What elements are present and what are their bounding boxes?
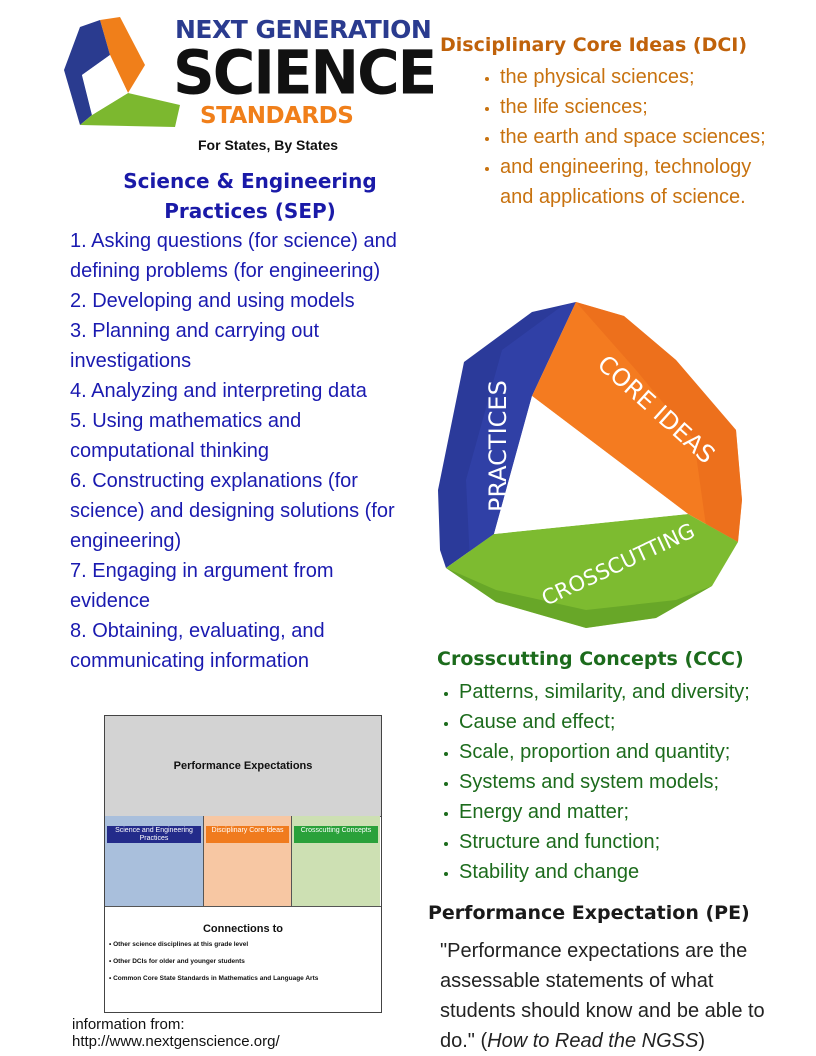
ngss-logo: NEXT GENERATION SCIENCE STANDARDS For St…	[60, 15, 437, 160]
source-info-label: information from:	[72, 1016, 185, 1033]
pe-heading: Performance Expectation (PE)	[428, 902, 750, 924]
sep-heading-line1: Science & Engineering	[123, 169, 377, 193]
pe-quote: "Performance expectations are the assess…	[440, 936, 790, 1056]
sep-list: 1. Asking questions (for science) and de…	[70, 226, 415, 676]
dci-item: the physical sciences;	[500, 62, 790, 92]
dci-item: the earth and space sciences;	[500, 122, 790, 152]
ccc-item: Cause and effect;	[459, 707, 816, 737]
dci-heading: Disciplinary Core Ideas (DCI)	[440, 34, 748, 56]
pe-diagram-connection-item: • Common Core State Standards in Mathema…	[109, 975, 319, 982]
sep-item: 8. Obtaining, evaluating, and communicat…	[70, 620, 325, 672]
ccc-item: Scale, proportion and quantity;	[459, 737, 816, 767]
sep-item: 5. Using mathematics and computational t…	[70, 410, 302, 462]
pe-diagram: Performance Expectations Science and Eng…	[104, 715, 382, 1013]
pe-diagram-col-dci-label: Disciplinary Core Ideas	[206, 826, 289, 843]
source-info: information from: http://www.nextgenscie…	[72, 1016, 280, 1050]
sep-item: 1. Asking questions (for science) and de…	[70, 230, 397, 282]
pe-diagram-top-label: Performance Expectations	[173, 760, 313, 772]
pe-quote-text: "Performance expectations are the assess…	[440, 940, 765, 1052]
source-info-url: http://www.nextgenscience.org/	[72, 1033, 280, 1050]
pe-diagram-connection-item: • Other science disciplines at this grad…	[109, 941, 249, 948]
ngss-logo-triangle-icon	[64, 17, 180, 127]
pe-diagram-connections-title: Connections to	[202, 923, 284, 935]
ccc-item: Systems and system models;	[459, 767, 816, 797]
sep-heading-line2: Practices (SEP)	[164, 199, 336, 223]
pe-diagram-col-sep: Science and Engineering Practices	[105, 816, 204, 906]
three-dimensions-triangle: PRACTICES CORE IDEAS CROSSCUTTING	[438, 302, 742, 628]
ccc-item: Patterns, similarity, and diversity;	[459, 677, 816, 707]
logo-tagline: For States, By States	[198, 137, 339, 153]
pe-diagram-col-ccc: Crosscutting Concepts	[292, 816, 380, 906]
sep-item: 3. Planning and carrying out investigati…	[70, 320, 320, 372]
sep-item: 6. Constructing explanations (for scienc…	[70, 470, 395, 552]
logo-line-standards: STANDARDS	[200, 103, 354, 129]
sep-item: 2. Developing and using models	[70, 290, 355, 312]
ccc-item: Stability and change	[459, 857, 816, 887]
pe-diagram-connections-list: • Other science disciplines at this grad…	[109, 941, 318, 992]
pe-diagram-connection-item: • Other DCIs for older and younger stude…	[109, 958, 245, 965]
dci-item: and engineering, technology and applicat…	[500, 152, 790, 212]
pe-diagram-col-ccc-label: Crosscutting Concepts	[294, 826, 378, 843]
ccc-heading: Crosscutting Concepts (CCC)	[437, 648, 744, 670]
pe-quote-source: How to Read the NGSS	[487, 1030, 699, 1052]
pe-diagram-col-dci: Disciplinary Core Ideas	[204, 816, 292, 906]
triangle-label-practices: PRACTICES	[484, 380, 512, 512]
core-ideas-segment	[532, 302, 742, 542]
logo-line-next-generation: NEXT GENERATION	[175, 15, 432, 44]
sep-item: 4. Analyzing and interpreting data	[70, 380, 367, 402]
ccc-item: Structure and function;	[459, 827, 816, 857]
dci-list: the physical sciences; the life sciences…	[476, 62, 790, 212]
pe-diagram-connections: Connections to • Other science disciplin…	[105, 906, 381, 1015]
pe-quote-end: )	[698, 1030, 706, 1052]
dci-item: the life sciences;	[500, 92, 790, 122]
sep-heading: Science & Engineering Practices (SEP)	[70, 166, 430, 226]
sep-item: 7. Engaging in argument from evidence	[70, 560, 334, 612]
logo-line-science: SCIENCE	[173, 37, 437, 109]
pe-diagram-col-sep-label: Science and Engineering Practices	[107, 826, 201, 843]
pe-diagram-top: Performance Expectations	[105, 716, 381, 817]
ccc-list: Patterns, similarity, and diversity; Cau…	[435, 677, 816, 887]
ccc-item: Energy and matter;	[459, 797, 816, 827]
